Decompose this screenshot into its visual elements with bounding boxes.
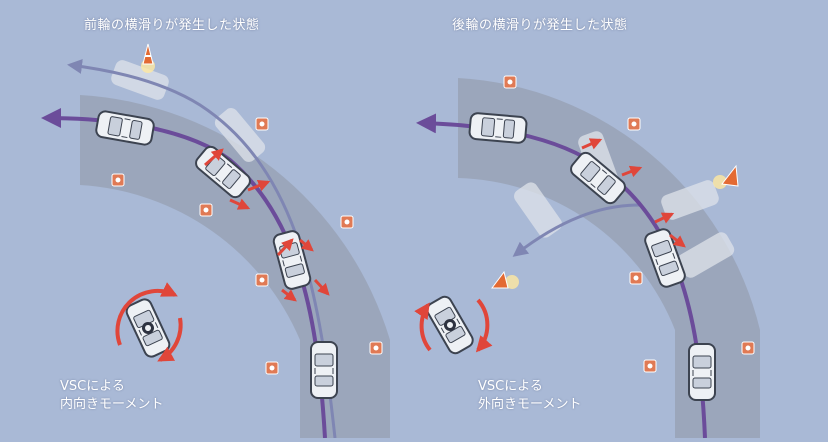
traffic-cone-icon [491,270,519,289]
skid-path [512,203,641,257]
right-panel-title: 後輪の横滑りが発生した状態 [452,18,628,33]
cropped-header-text [10,0,160,6]
curved-road [458,78,760,438]
road-marker-icon [741,341,755,355]
left-caption-line2: 内向きモーメント [60,397,164,412]
rotation-arrow-icon [115,282,178,346]
road-marker-icon [255,117,269,131]
force-arrows [204,148,330,302]
right-caption: VSCによる 外向きモーメント [478,378,581,414]
rotation-arrow-icon [475,298,493,353]
road-marker-icon [369,341,383,355]
force-arrows [581,138,686,248]
vsc-moment-car [123,296,173,360]
road-marker-icon [265,361,279,375]
left-panel-title: 前輪の横滑りが発生した状態 [84,18,260,33]
left-panel [41,43,390,439]
road-marker-icon [255,273,269,287]
road-marker-icon [199,203,213,217]
right-caption-line1: VSCによる [478,379,543,394]
road-marker-icon [627,117,641,131]
road-marker-icon [340,215,354,229]
left-caption-line1: VSCによる [60,379,125,394]
rotation-arrow-icon [157,317,183,362]
traffic-cone-icon [141,43,155,73]
car-icon [310,341,338,399]
road-marker-icon [503,75,517,89]
car-icon [467,111,529,145]
vsc-moment-car [423,293,477,357]
skid-path [67,59,337,439]
road-marker-icon [111,173,125,187]
road-marker-icon [629,271,643,285]
road-marker-icon [643,359,657,373]
traffic-cone-icon [713,164,739,189]
left-caption: VSCによる 内向きモーメント [60,378,163,414]
right-panel [414,75,760,439]
rotation-arrow-icon [414,302,432,352]
car-icon [688,343,716,401]
right-caption-line2: 外向きモーメント [478,397,582,412]
